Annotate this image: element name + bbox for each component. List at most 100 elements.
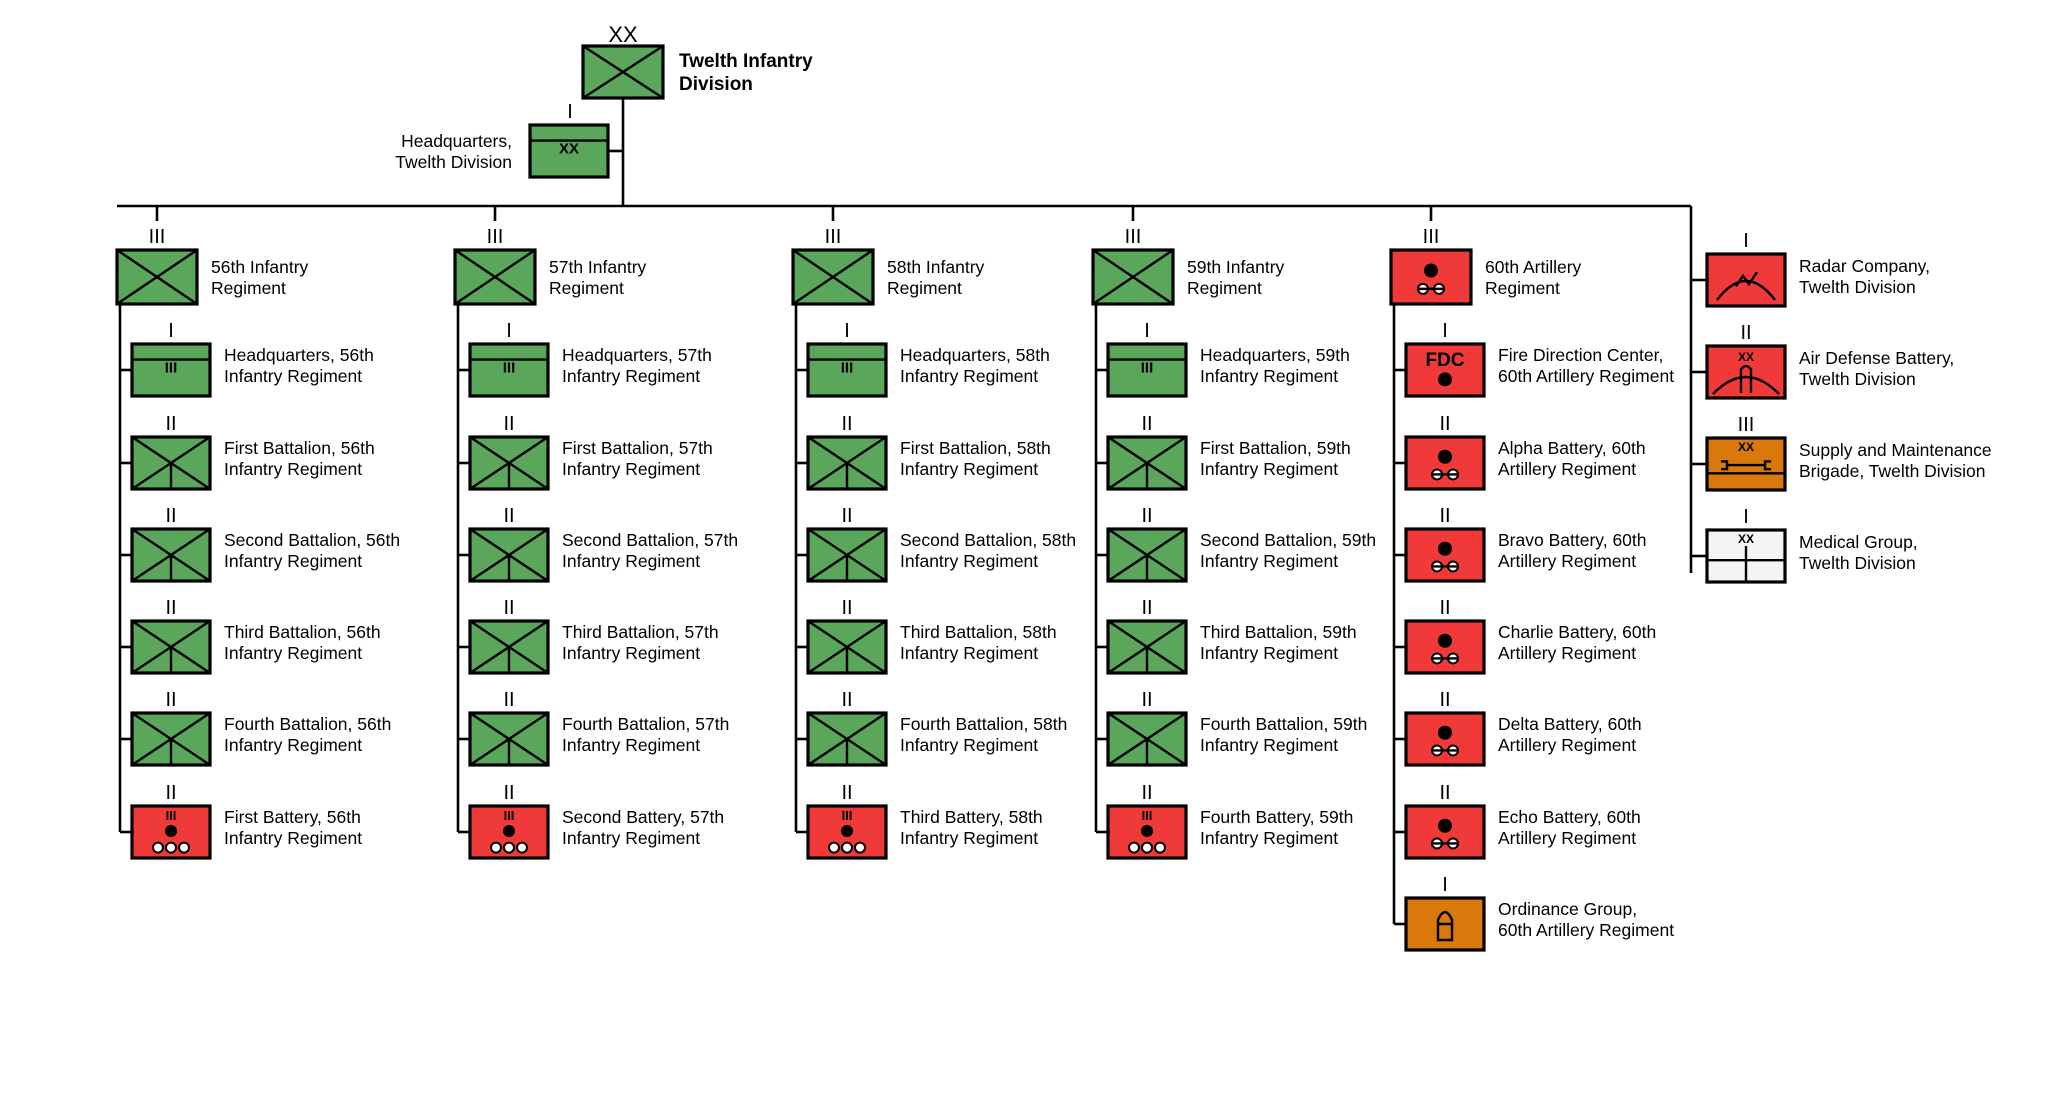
air-defense-arc-icon [1712,375,1780,395]
air-defense-inner-echelon: XX [1738,350,1754,364]
echelon-marker: II [1439,782,1450,804]
cannon-dot-icon [841,824,853,837]
supply-inner-echelon: XX [1738,440,1754,454]
maintenance-wrench-icon [1721,460,1771,471]
echelon-marker: II [841,597,852,619]
echelon-marker: II [1141,597,1152,619]
unit-label-line: Infantry Regiment [224,459,362,479]
echelon-marker: II [503,413,514,435]
unit-label-line: Infantry Regiment [900,366,1038,386]
unit-label-line: First Battalion, 57th [562,438,713,458]
unit-label-line: Second Battalion, 58th [900,530,1076,550]
unit-label-line: Charlie Battery, 60th [1498,622,1656,642]
unit-label-line: Bravo Battery, 60th [1498,530,1647,550]
unit-label-line: Twelth Division [1799,277,1916,297]
unit-label-line: Second Battalion, 57th [562,530,738,550]
headquarters-inner-echelon: III [1141,360,1154,377]
wheel-icon [490,841,502,854]
unit-label-line: Artillery Regiment [1498,735,1636,755]
wheel-icon [828,841,840,854]
unit-label-line: Infantry Regiment [562,735,700,755]
headquarters-inner-echelon: III [503,360,516,377]
unit-label-line: Infantry Regiment [224,643,362,663]
hq-symbol-frame [130,342,212,398]
unit-label-line: Division [679,74,753,95]
unit-label-line: Infantry Regiment [562,366,700,386]
unit-label-line: Delta Battery, 60th [1498,714,1642,734]
echelon-marker: II [1439,413,1450,435]
echelon-marker: I [168,320,174,342]
echelon-marker: II [503,782,514,804]
fdc-text: FDC [1425,350,1464,371]
unit-label-line: Artillery Regiment [1498,551,1636,571]
echelon-marker: II [1439,505,1450,527]
echelon-marker: II [841,505,852,527]
cannon-dot-icon [1141,824,1153,837]
unit-label-line: First Battalion, 56th [224,438,375,458]
hq-symbol-frame [468,342,550,398]
hq-symbol-frame [1106,342,1188,398]
unit-label-line: First Battery, 56th [224,807,361,827]
unit-label-line: Regiment [1187,278,1262,298]
unit-label-line: Infantry Regiment [562,828,700,848]
echelon-marker: II [1740,322,1751,344]
unit-label-line: Regiment [1485,278,1560,298]
cannon-dot-icon [1438,633,1452,648]
echelon-marker: II [841,413,852,435]
unit-label-line: Alpha Battery, 60th [1498,438,1646,458]
unit-label-line: Infantry Regiment [1200,828,1338,848]
unit-label-line: Infantry Regiment [900,459,1038,479]
unit-label-line: Headquarters, 56th [224,345,374,365]
infantry-cross-icon [454,249,536,305]
wheel-icon [1154,841,1166,854]
unit-label-line: Infantry Regiment [900,735,1038,755]
echelon-marker: III [487,226,504,248]
unit-label-line: Infantry Regiment [1200,459,1338,479]
unit-label-line: Radar Company, [1799,256,1930,276]
unit-label-line: Medical Group, [1799,532,1918,552]
radar-signal-icon [1735,271,1758,287]
echelon-marker: II [1141,505,1152,527]
unit-label-line: Infantry Regiment [900,828,1038,848]
echelon-marker: III [1125,226,1142,248]
unit-label-line: Twelth Infantry [679,51,813,72]
unit-label-line: Fourth Battalion, 57th [562,714,729,734]
unit-label-line: Infantry Regiment [1200,366,1338,386]
headquarters-inner-echelon: XX [559,141,579,158]
wheel-icon [841,841,853,854]
wheel-icon [178,841,190,854]
unit-label-line: Infantry Regiment [224,551,362,571]
echelon-marker: II [1141,689,1152,711]
cannon-dot-icon [165,824,177,837]
echelon-marker: II [503,689,514,711]
unit-label-line: Brigade, Twelth Division [1799,461,1985,481]
unit-label-line: 60th Artillery Regiment [1498,920,1674,940]
infantry-cross-icon [792,249,874,305]
unit-label-line: Third Battery, 58th [900,807,1043,827]
echelon-marker: III [825,226,842,248]
echelon-marker: I [1743,230,1749,252]
echelon-marker: II [1141,782,1152,804]
battery-inner-echelon: III [166,808,177,823]
unit-label-line: Fourth Battery, 59th [1200,807,1353,827]
unit-label-line: First Battalion, 58th [900,438,1051,458]
echelon-marker: I [1442,320,1448,342]
